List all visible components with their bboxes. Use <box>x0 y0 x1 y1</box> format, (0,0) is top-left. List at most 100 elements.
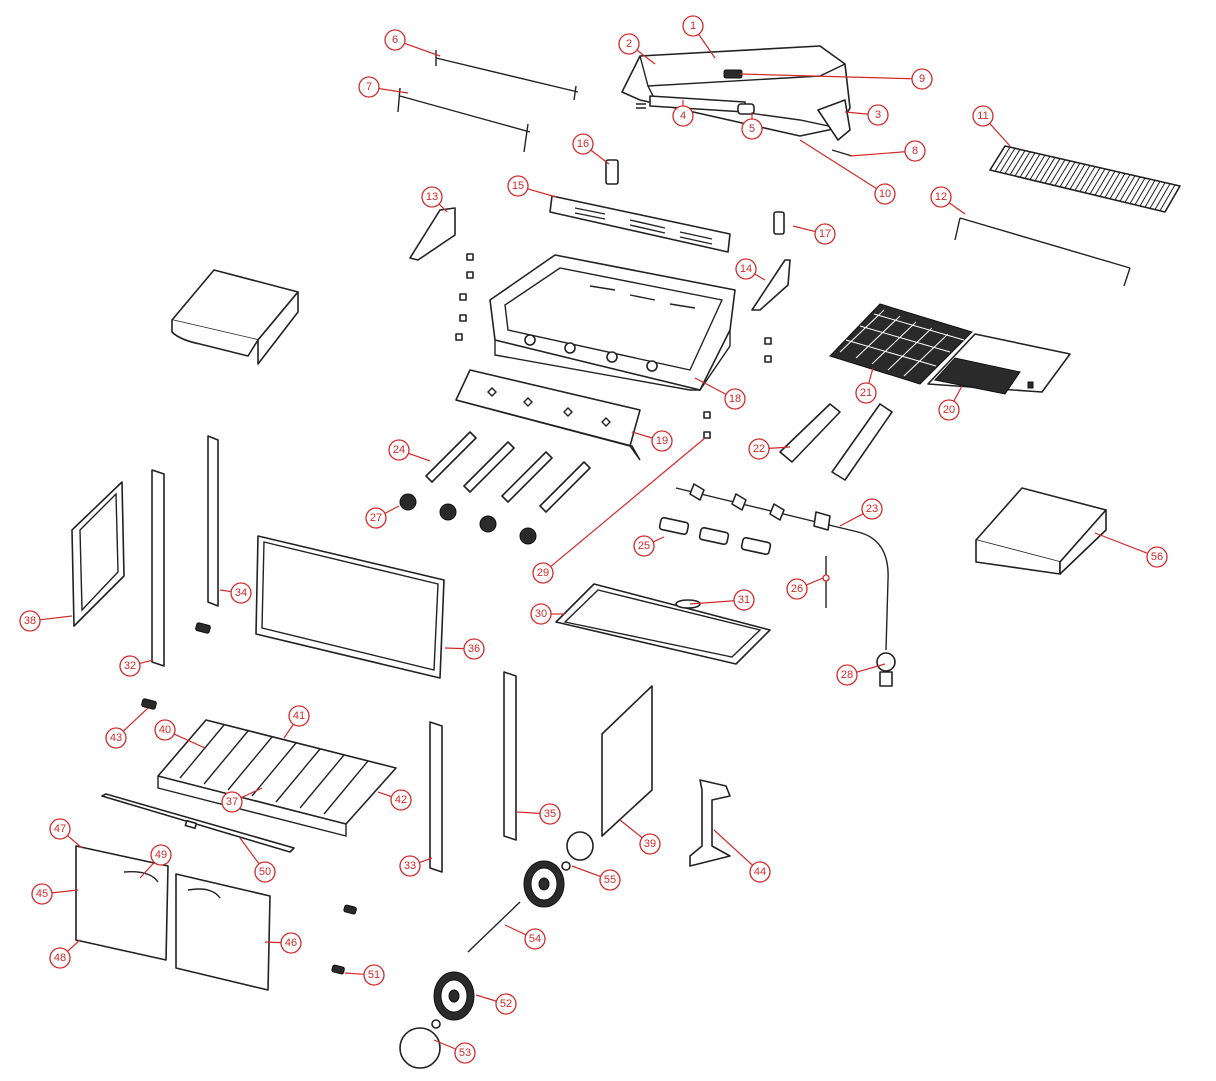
rack-bar <box>1114 174 1131 201</box>
rack-bar <box>1054 160 1071 186</box>
callout-leader-line <box>694 377 727 395</box>
callout-number: 4 <box>680 110 686 122</box>
rack-bar <box>1154 183 1171 210</box>
callout-circle <box>390 789 412 811</box>
callout-number: 34 <box>235 587 247 599</box>
callout-leader-line <box>868 367 874 384</box>
callout-44: 44 <box>713 829 771 883</box>
callout-leader-line <box>948 202 966 215</box>
rack-bar <box>1104 172 1121 198</box>
callout-circle <box>507 175 529 197</box>
callout-33: 33 <box>399 855 433 877</box>
callout-circle <box>749 861 771 883</box>
callout-number: 49 <box>155 849 167 861</box>
callout-18: 18 <box>694 377 746 410</box>
callout-leader-line <box>754 273 766 281</box>
callout-leader-line <box>444 647 465 650</box>
callout-circle <box>867 104 889 126</box>
callout-leader-line <box>219 589 232 593</box>
callout-circle <box>651 430 673 452</box>
callout-number: 21 <box>860 387 872 399</box>
callout-39: 39 <box>619 819 661 855</box>
callout-number: 37 <box>226 796 238 808</box>
callout-leader-line <box>139 659 154 665</box>
callout-51: 51 <box>344 964 385 986</box>
callout-leader-line <box>264 941 282 944</box>
callout-25: 25 <box>633 535 665 557</box>
callout-36: 36 <box>444 638 485 660</box>
callout-leader-line <box>631 431 653 439</box>
callout-54: 54 <box>504 924 546 950</box>
callout-circle <box>938 399 960 421</box>
part-number-callouts: 1234567891011121314151617181920212223242… <box>19 15 1168 1064</box>
burner-clips <box>658 516 772 556</box>
callout-circle <box>672 105 694 127</box>
side-panel-frame <box>71 481 125 627</box>
rack-bar <box>1164 185 1181 213</box>
warming-rack <box>954 145 1181 287</box>
rear-heat-shield <box>549 195 731 253</box>
callout-circle <box>524 928 546 950</box>
rack-bar <box>1049 159 1066 185</box>
callout-leader-line <box>139 861 155 879</box>
rack-bar <box>1119 175 1136 202</box>
callout-43: 43 <box>105 707 149 749</box>
callout-number: 55 <box>604 874 616 886</box>
callout-leader-line <box>419 857 433 864</box>
callout-leader-line <box>433 1039 457 1050</box>
rack-bar <box>1034 156 1051 182</box>
callout-number: 36 <box>468 643 480 655</box>
callout-number: 1 <box>690 20 696 32</box>
callout-number: 18 <box>729 393 741 405</box>
cabinet-doors <box>75 845 271 991</box>
callout-leader-line <box>408 452 431 462</box>
callout-circle <box>733 589 755 611</box>
rack-bar <box>994 146 1011 172</box>
callout-number: 12 <box>935 191 947 203</box>
callout-number: 45 <box>36 888 48 900</box>
callout-circle <box>735 258 757 280</box>
callout-number: 52 <box>500 998 512 1010</box>
callout-28: 28 <box>836 663 886 686</box>
callout-number: 38 <box>24 615 36 627</box>
rack-bar <box>1064 162 1081 189</box>
rack-bar <box>1149 182 1166 209</box>
callout-circle <box>495 993 517 1015</box>
callout-circle <box>119 655 141 677</box>
rack-bar <box>1129 177 1146 204</box>
callout-leader-line <box>475 994 497 1002</box>
callout-15: 15 <box>507 175 557 198</box>
callout-circle <box>280 932 302 954</box>
rack-bar <box>999 148 1016 173</box>
callout-number: 11 <box>977 110 988 122</box>
callout-9: 9 <box>739 68 933 90</box>
callout-number: 2 <box>626 38 632 50</box>
callout-number: 15 <box>512 180 524 192</box>
callout-leader-line <box>953 385 963 402</box>
rack-bar <box>1124 176 1141 203</box>
callout-27: 27 <box>365 505 400 529</box>
callout-leader-line <box>122 707 149 732</box>
callout-number: 24 <box>393 444 405 456</box>
callout-50: 50 <box>239 837 276 883</box>
callout-circle <box>599 869 621 891</box>
callout-leader-line <box>713 829 754 866</box>
rack-bar <box>1094 169 1111 196</box>
callout-circle <box>288 705 310 727</box>
callout-24: 24 <box>388 439 431 462</box>
callout-52: 52 <box>475 993 517 1015</box>
callout-circle <box>19 610 41 632</box>
callout-number: 22 <box>753 443 765 455</box>
callout-34: 34 <box>219 582 252 604</box>
callout-leader-line <box>792 225 816 233</box>
callout-number: 31 <box>738 594 750 606</box>
callout-circle <box>399 855 421 877</box>
callout-7: 7 <box>358 76 409 98</box>
callout-number: 51 <box>368 969 380 981</box>
callout-number: 35 <box>544 808 556 820</box>
callout-11: 11 <box>972 105 1011 147</box>
rack-bar <box>1099 170 1116 197</box>
callout-circle <box>230 582 252 604</box>
callout-circle <box>748 438 770 460</box>
callout-circle <box>861 498 883 520</box>
